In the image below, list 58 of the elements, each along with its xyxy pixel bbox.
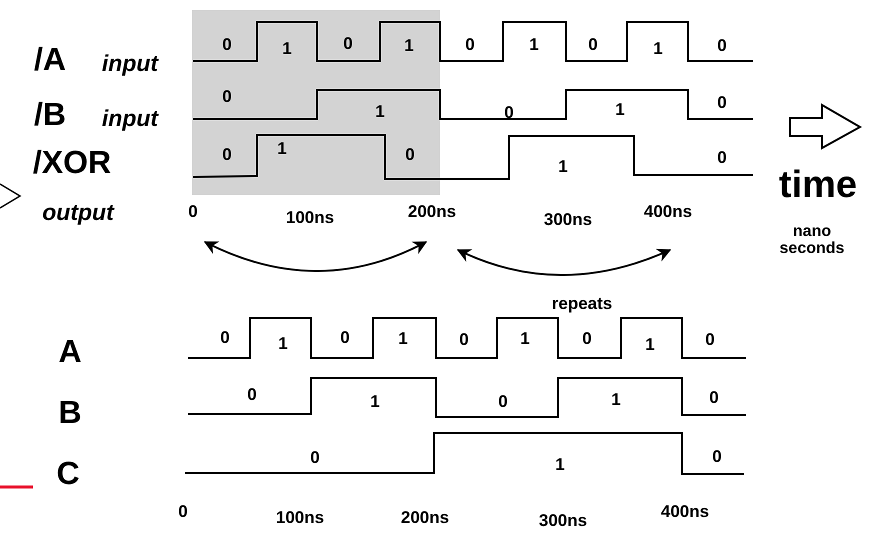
bit-value: 0 <box>310 449 320 467</box>
bit-value: 0 <box>717 94 727 112</box>
time-tick-label: 400ns <box>660 503 710 521</box>
bit-value: 1 <box>375 103 385 121</box>
time-tick-label: 100ns <box>286 209 334 227</box>
bit-value: 1 <box>615 101 625 119</box>
time-tick-label: 0 <box>178 503 188 521</box>
signal-type: input <box>102 50 158 76</box>
bit-value: 0 <box>405 146 415 164</box>
bit-value: 0 <box>709 389 719 407</box>
bit-value: 0 <box>588 36 598 54</box>
time-tick-label: 300ns <box>538 512 588 530</box>
bit-value: 1 <box>653 40 663 58</box>
bit-value: 1 <box>398 330 408 348</box>
bit-value: 1 <box>370 393 380 411</box>
signal-name: C <box>56 457 80 491</box>
signal-name: /B <box>34 98 66 132</box>
time-tick-label: 400ns <box>644 203 692 221</box>
annotation-text: repeats <box>552 295 612 313</box>
bit-value: 0 <box>504 104 514 122</box>
bit-value: 1 <box>645 336 655 354</box>
bit-value: 0 <box>340 329 350 347</box>
bit-value: 0 <box>582 330 592 348</box>
bit-value: 0 <box>247 386 257 404</box>
bit-value: 1 <box>555 456 565 474</box>
bit-value: 1 <box>529 36 539 54</box>
bit-value: 0 <box>717 37 727 55</box>
signal-type: output <box>42 200 114 224</box>
bit-value: 0 <box>459 331 469 349</box>
unit-label: nano seconds <box>778 224 846 258</box>
bit-value: 1 <box>558 158 568 176</box>
bit-value: 0 <box>222 36 232 54</box>
signal-type: input <box>102 106 158 130</box>
signal-name: B <box>58 396 82 430</box>
signal-name: A <box>58 335 82 369</box>
axis-title: time <box>778 166 858 206</box>
signal-name: /A <box>34 43 66 77</box>
bit-value: 0 <box>498 393 508 411</box>
bit-value: 1 <box>611 391 621 409</box>
time-tick-label: 300ns <box>544 211 592 229</box>
bit-value: 0 <box>717 149 727 167</box>
signal-name: /XOR <box>32 146 112 180</box>
bit-value: 0 <box>220 329 230 347</box>
bit-value: 1 <box>520 330 530 348</box>
bit-value: 0 <box>343 35 353 53</box>
bit-value: 0 <box>222 88 232 106</box>
bit-value: 1 <box>278 335 288 353</box>
bit-value: 1 <box>404 37 414 55</box>
bit-value: 0 <box>712 448 722 466</box>
time-tick-label: 100ns <box>276 509 324 527</box>
time-tick-label: 200ns <box>408 203 456 221</box>
time-tick-label: 200ns <box>400 509 450 527</box>
bit-value: 1 <box>282 40 292 58</box>
time-tick-label: 0 <box>188 203 198 221</box>
bit-value: 0 <box>465 36 475 54</box>
bit-value: 0 <box>222 146 232 164</box>
bit-value: 0 <box>705 331 715 349</box>
bit-value: 1 <box>277 140 287 158</box>
